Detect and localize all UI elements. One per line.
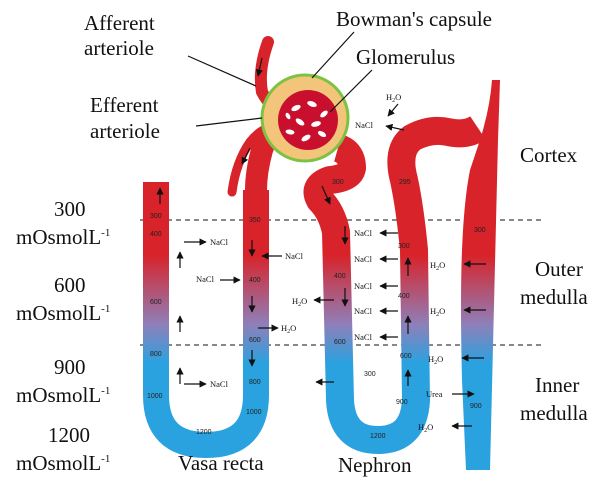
nephron-label: Nephron (338, 453, 412, 477)
svg-text:1200: 1200 (370, 433, 386, 440)
outer-medulla-label-line2: medulla (520, 285, 588, 309)
afferent-label-line1: Afferent (84, 11, 155, 35)
nacl-label: NaCl (210, 237, 229, 247)
vr-right-value: 600 (249, 337, 261, 344)
svg-text:400: 400 (334, 273, 346, 280)
afferent-label-line2: arteriole (84, 36, 154, 60)
vr-left-value: 1000 (147, 393, 163, 400)
glomerulus-label: Glomerulus (356, 45, 455, 69)
osm-1200-unit: mOsmolL-1 (16, 451, 110, 475)
nacl-label: NaCl (354, 281, 373, 291)
nacl-label: NaCl (355, 120, 374, 130)
h2o-label: H2O (386, 92, 401, 104)
osm-900-unit: mOsmolL-1 (16, 383, 110, 407)
svg-text:300: 300 (364, 371, 376, 378)
svg-text:600: 600 (400, 353, 412, 360)
outer-medulla-label-line1: Outer (535, 257, 583, 281)
svg-text:400: 400 (398, 293, 410, 300)
vr-left-value: 600 (150, 299, 162, 306)
nacl-label: NaCl (285, 251, 304, 261)
osm-1200-value: 1200 (48, 423, 90, 447)
vasa-recta-label: Vasa recta (178, 451, 264, 475)
svg-text:600: 600 (334, 339, 346, 346)
bowmans-pointer (312, 32, 354, 78)
efferent-label-line2: arteriole (90, 119, 160, 143)
glomerulus (278, 90, 338, 150)
h2o-label: H2O (430, 260, 445, 272)
bowmans-capsule-label: Bowman's capsule (336, 7, 492, 31)
nacl-label: NaCl (210, 379, 229, 389)
efferent-pointer (196, 118, 262, 126)
osmolarity-scale: 300 mOsmolL-1 600 mOsmolL-1 900 mOsmolL-… (16, 197, 110, 475)
osm-300-unit: mOsmolL-1 (16, 225, 110, 249)
osm-300-value: 300 (54, 197, 86, 221)
vr-right-value: 400 (249, 277, 261, 284)
vr-right-value: 1000 (246, 409, 262, 416)
afferent-pointer (188, 56, 256, 86)
nacl-label: NaCl (354, 228, 373, 238)
vasa-recta-flow-arrows (160, 188, 252, 384)
h2o-label: H2O (292, 296, 307, 308)
h2o-label: H2O (428, 354, 443, 366)
osm-600-value: 600 (54, 273, 86, 297)
svg-text:300: 300 (474, 227, 486, 234)
vr-bottom-value: 1200 (196, 429, 212, 436)
osm-600-unit: mOsmolL-1 (16, 301, 110, 325)
inner-medulla-label-line1: Inner (535, 373, 579, 397)
urea-label: Urea (426, 389, 443, 399)
h2o-label: H2O (281, 323, 296, 335)
nacl-label: NaCl (354, 254, 373, 264)
efferent-label-line1: Efferent (90, 93, 159, 117)
svg-text:300: 300 (398, 243, 410, 250)
vr-left-value: 300 (150, 213, 162, 220)
vr-left-value: 800 (150, 351, 162, 358)
svg-text:295: 295 (399, 179, 411, 186)
vr-right-value: 350 (249, 217, 261, 224)
nacl-label: NaCl (354, 306, 373, 316)
nacl-label: NaCl (354, 332, 373, 342)
nacl-label: NaCl (196, 274, 215, 284)
vr-left-value: 400 (150, 231, 162, 238)
svg-text:900: 900 (470, 403, 482, 410)
h2o-label: H2O (430, 306, 445, 318)
inner-medulla-label-line2: medulla (520, 401, 588, 425)
nephron-tubule (318, 128, 478, 440)
osm-900-value: 900 (54, 355, 86, 379)
vasa-recta-tube (156, 182, 256, 445)
svg-text:300: 300 (332, 179, 344, 186)
vr-right-value: 800 (249, 379, 261, 386)
svg-text:900: 900 (396, 399, 408, 406)
cortex-label: Cortex (520, 143, 578, 167)
